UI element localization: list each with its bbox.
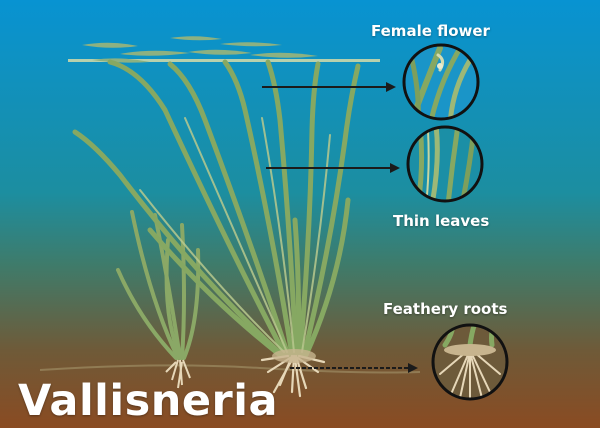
arrow-right-icon xyxy=(408,363,418,373)
sediment-line xyxy=(39,364,421,374)
callout-arrows xyxy=(262,82,418,373)
small-plant-roots xyxy=(165,359,191,389)
feathery-roots-label: Feathery roots xyxy=(383,300,508,318)
arrow-right-icon xyxy=(386,82,396,92)
magnifier-circle-icon xyxy=(431,323,509,401)
main-plant-leaves xyxy=(72,59,361,358)
diagram-title: Vallisneria xyxy=(18,376,278,426)
small-plant xyxy=(116,210,201,360)
female-flower-label: Female flower xyxy=(371,22,490,40)
root-crown xyxy=(272,349,316,363)
magnifier-circle-icon xyxy=(402,43,480,121)
thin-leaves-label: Thin leaves xyxy=(393,212,490,230)
arrow-right-icon xyxy=(390,163,400,173)
